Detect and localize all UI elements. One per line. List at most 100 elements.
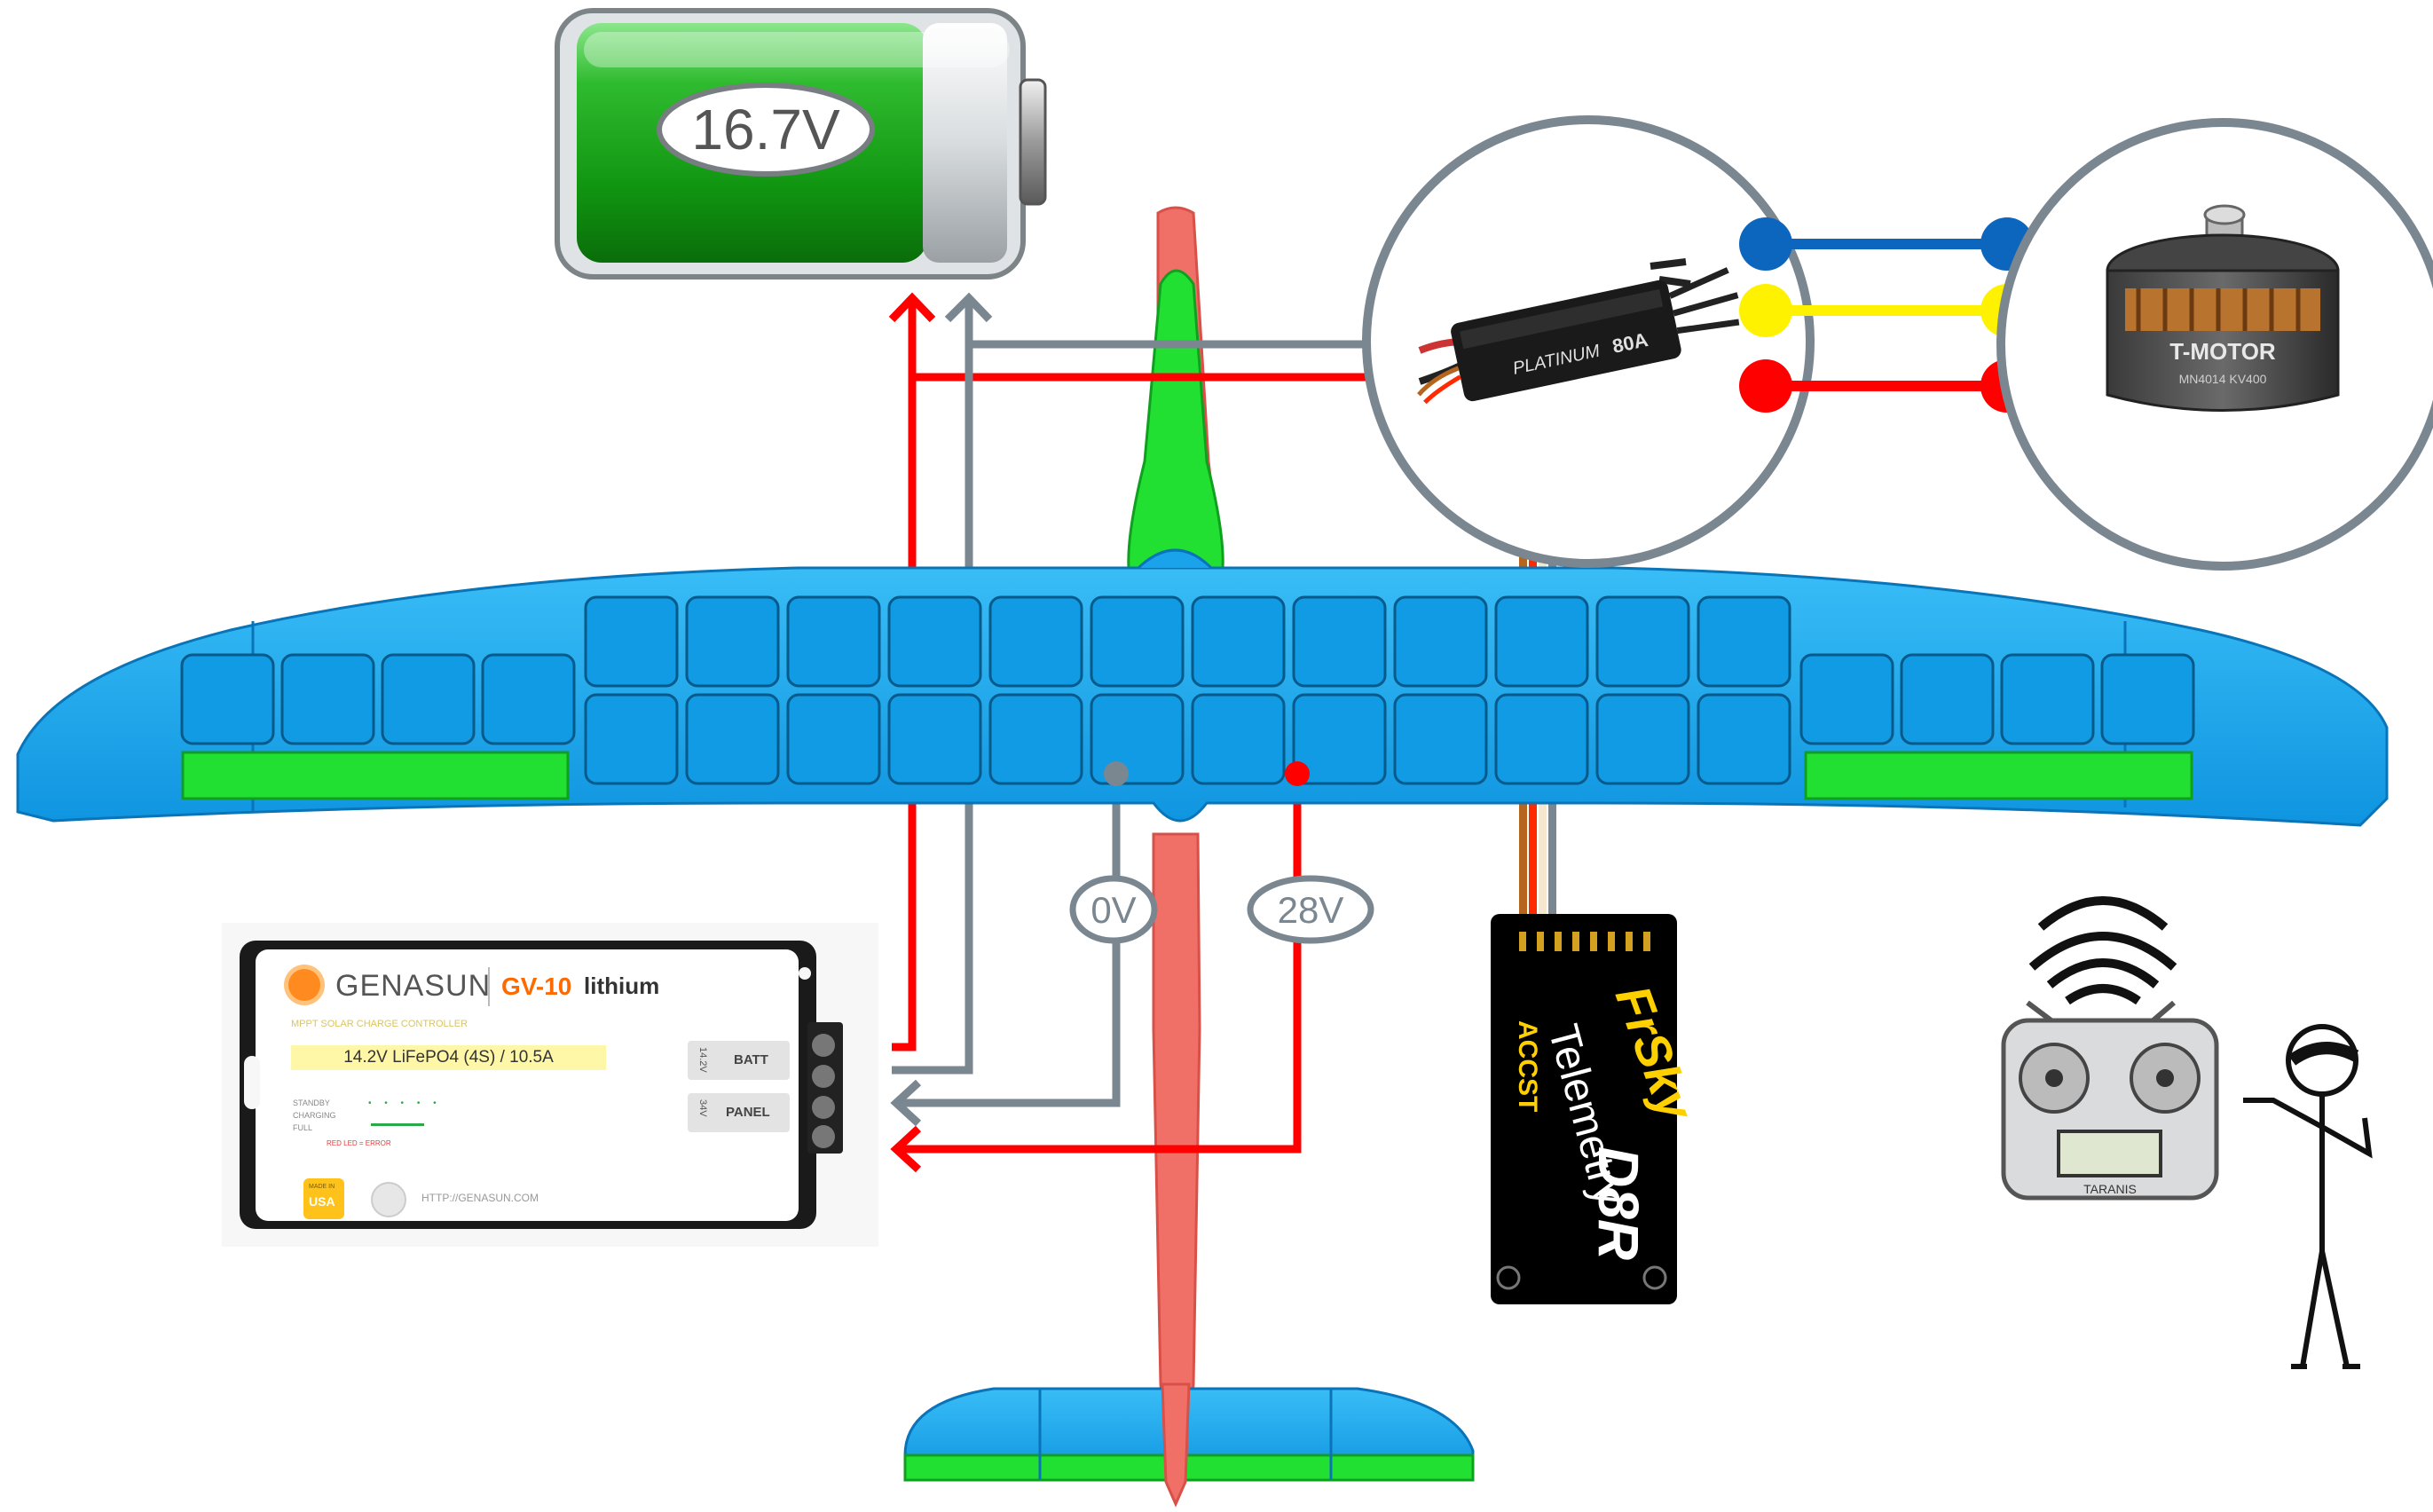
- solar-cell: [1393, 693, 1488, 785]
- receiver-tech: ACCST: [1513, 1020, 1542, 1112]
- solar-cell: [481, 653, 576, 745]
- ground-label-text: 0V: [1091, 889, 1136, 931]
- made-in-top: MADE IN: [309, 1184, 335, 1190]
- receiver-pin: [1555, 932, 1562, 951]
- motor-model: MN4014 KV400: [2179, 372, 2267, 386]
- solar-cell: [381, 653, 476, 745]
- motor-phase-wires: [1739, 217, 2034, 413]
- horizontal-tail: [903, 1382, 1475, 1508]
- battery-icon: 16.7V: [555, 8, 1047, 280]
- receiver-pin: [1590, 932, 1597, 951]
- pilot-stick-figure: [2243, 1024, 2373, 1369]
- battery-positive-wire: [892, 298, 917, 1051]
- solar-cell: [685, 595, 780, 688]
- left-aileron: [181, 751, 570, 800]
- main-wing: [16, 548, 2389, 827]
- battery-negative-wire: [892, 298, 973, 1075]
- panel-port-label: [688, 1093, 790, 1132]
- solar-cell: [786, 595, 881, 688]
- receiver-pin: [1519, 932, 1526, 951]
- motor-brand: T-MOTOR: [2169, 338, 2276, 365]
- controller-spec: 14.2V LiFePO4 (4S) / 10.5A: [291, 1045, 606, 1070]
- solar-cell: [1292, 595, 1387, 688]
- solar-cell: [1393, 595, 1488, 688]
- ground-label: 0V: [1069, 875, 1158, 944]
- solar-cell: [988, 595, 1083, 688]
- controller-subtitle: MPPT SOLAR CHARGE CONTROLLER: [291, 1019, 468, 1029]
- panel-positive-wire: [896, 776, 1302, 1154]
- controller-brand: GENASUN: [335, 969, 492, 1003]
- receiver: ACCST Telemetry FrSky D8R: [1491, 914, 1705, 1304]
- solar-cell: [1799, 653, 1894, 745]
- solar-cell: [180, 653, 275, 745]
- mount-hole-right: [799, 967, 811, 980]
- solar-cell: [685, 693, 780, 785]
- solar-cell: [1191, 595, 1286, 688]
- controller-model-suffix: lithium: [584, 973, 660, 999]
- receiver-pin: [1537, 932, 1544, 951]
- receiver-pin: [1608, 932, 1615, 951]
- battery-positive-arrow: [888, 292, 936, 323]
- batt-port-label: [688, 1041, 790, 1080]
- solar-cell: [2100, 653, 2195, 745]
- batt-port-volt: 14.2V: [697, 1047, 708, 1073]
- solar-cell: [1697, 693, 1791, 785]
- led-note: RED LED = ERROR: [327, 1139, 391, 1147]
- solar-cell: [584, 595, 679, 688]
- sun-logo-icon: [288, 969, 320, 1001]
- solar-cell: [988, 693, 1083, 785]
- panel-port-volt: 34V: [697, 1099, 708, 1117]
- status-leds: • • • • •: [368, 1099, 442, 1108]
- charge-controller: GENASUN GV-10 lithium MPPT SOLAR CHARGE …: [222, 923, 878, 1247]
- receiver-pin: [1643, 932, 1650, 951]
- solar-cell: [887, 693, 982, 785]
- battery-voltage: 16.7V: [691, 98, 840, 161]
- solar-cell: [1900, 653, 1995, 745]
- esc-callout: PLATINUM 80A: [1362, 115, 1815, 568]
- panel-positive-terminal: [1285, 761, 1310, 786]
- panel-negative-terminal: [1104, 761, 1129, 786]
- panel-positive-arrow: [890, 1125, 922, 1173]
- led-label-charging: CHARGING: [293, 1111, 336, 1120]
- panel-ground-wire: [896, 776, 1121, 1107]
- solar-cell: [1191, 693, 1286, 785]
- solar-cell: [1090, 693, 1185, 785]
- batt-port-text: BATT: [734, 1052, 768, 1067]
- solar-voltage-label-text: 28V: [1278, 889, 1344, 931]
- controller-model: GV-10: [501, 973, 572, 1000]
- led-label-full: FULL: [293, 1123, 313, 1132]
- solar-array: [180, 595, 2195, 785]
- controller-url: HTTP://GENASUN.COM: [421, 1192, 539, 1204]
- made-in-usa-badge: [303, 1178, 344, 1219]
- receiver-pin: [1626, 932, 1633, 951]
- solar-cell: [1292, 693, 1387, 785]
- transmitter: TARANIS: [2001, 896, 2219, 1201]
- panel-port-text: PANEL: [726, 1105, 770, 1120]
- fuselage: [1127, 206, 1224, 1504]
- solar-cell: [1595, 693, 1690, 785]
- solar-cell: [887, 595, 982, 688]
- transmitter-model: TARANIS: [2083, 1182, 2137, 1196]
- made-in-text: USA: [309, 1194, 335, 1209]
- controller-hole: [371, 1182, 406, 1217]
- solar-voltage-label: 28V: [1247, 875, 1374, 944]
- solar-cell: [584, 693, 679, 785]
- solar-cell: [280, 653, 375, 745]
- panel-ground-arrow: [890, 1079, 922, 1127]
- solar-cell: [1494, 693, 1589, 785]
- solar-cell: [1090, 595, 1185, 688]
- motor-callout: T-MOTOR MN4014 KV400: [1996, 118, 2433, 571]
- battery-negative-arrow: [944, 292, 993, 323]
- right-aileron: [1804, 751, 2193, 800]
- wifi-icon: [2028, 932, 2177, 1005]
- receiver-model: D8R: [1587, 1146, 1650, 1260]
- solar-cell: [786, 693, 881, 785]
- mount-hole-left: [244, 1056, 260, 1109]
- receiver-pin: [1572, 932, 1579, 951]
- solar-cell: [2000, 653, 2095, 745]
- solar-cell: [1697, 595, 1791, 688]
- led-label-standby: STANDBY: [293, 1099, 330, 1107]
- solar-cell: [1595, 595, 1690, 688]
- solar-cell: [1494, 595, 1589, 688]
